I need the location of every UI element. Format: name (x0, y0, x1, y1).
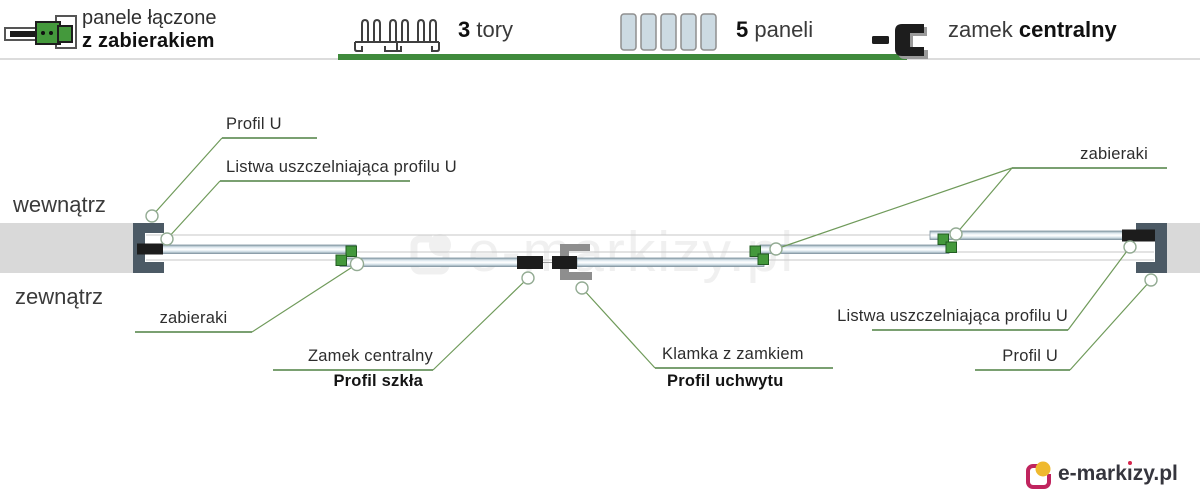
central-lock-icon (872, 20, 934, 60)
variant-title-line2: z zabierakiem (82, 30, 215, 52)
spec-lock-bold: centralny (1018, 17, 1117, 42)
callout-profil-u-right: Profil U (1002, 347, 1058, 365)
right-end-cap (1122, 229, 1155, 242)
left-end-cap (137, 243, 163, 255)
spec-panels: 5 paneli (736, 17, 813, 43)
brand-text-i: ı (1126, 462, 1133, 485)
callout-profil-uchwytu: Profil uchwytu (667, 372, 784, 390)
u-profile-left (133, 223, 164, 273)
spec-lock: zamek centralny (948, 17, 1117, 43)
callout-profil-u-left: Profil U (226, 115, 282, 133)
side-label-inner: wewnątrz (13, 192, 106, 217)
callout-zamek-centralny: Zamek centralny (308, 347, 433, 365)
callout-zabieraki-left: zabieraki (159, 309, 228, 327)
callout-listwa-right: Listwa uszczelniająca profilu U (837, 307, 1068, 325)
watermark-text: e-markizy.pl (468, 220, 795, 284)
panel-5 (929, 230, 1124, 240)
spec-tracks-value: 3 (458, 17, 471, 42)
carrier-icon (4, 8, 78, 54)
header-accent-bar (338, 54, 907, 60)
spec-panels-unit: paneli (748, 17, 814, 42)
spec-tracks: 3 tory (458, 17, 513, 43)
spec-tracks-unit: tory (470, 17, 514, 42)
variant-title-line1: panele łączone (82, 7, 217, 29)
callout-listwa-left: Listwa uszczelniająca profilu U (226, 158, 457, 176)
brand-bracket-icon (1026, 459, 1052, 489)
spec-lock-word: zamek (948, 17, 1019, 42)
five-panels-icon (620, 13, 718, 51)
footer-brand-logo[interactable]: e-markızy.pl (1026, 459, 1178, 489)
brand-text: e-markızy.pl (1058, 462, 1178, 486)
panel-1 (161, 244, 357, 254)
side-label-outer: zewnątrz (15, 284, 104, 309)
brand-text-prefix: e-mark (1058, 462, 1127, 485)
brand-text-suffix: zy.pl (1132, 462, 1178, 485)
variant-title: panele łączone z zabierakiem (82, 7, 217, 53)
three-tracks-icon (352, 12, 442, 52)
watermark: e-markizy.pl (410, 219, 795, 285)
callout-profil-szkla: Profil szkła (333, 372, 423, 390)
watermark-bracket-icon (410, 229, 456, 275)
callout-zabieraki-right: zabieraki (1080, 145, 1148, 163)
spec-panels-value: 5 (736, 17, 749, 42)
u-profile-right (1136, 223, 1167, 273)
callout-klamka: Klamka z zamkiem (662, 345, 804, 363)
